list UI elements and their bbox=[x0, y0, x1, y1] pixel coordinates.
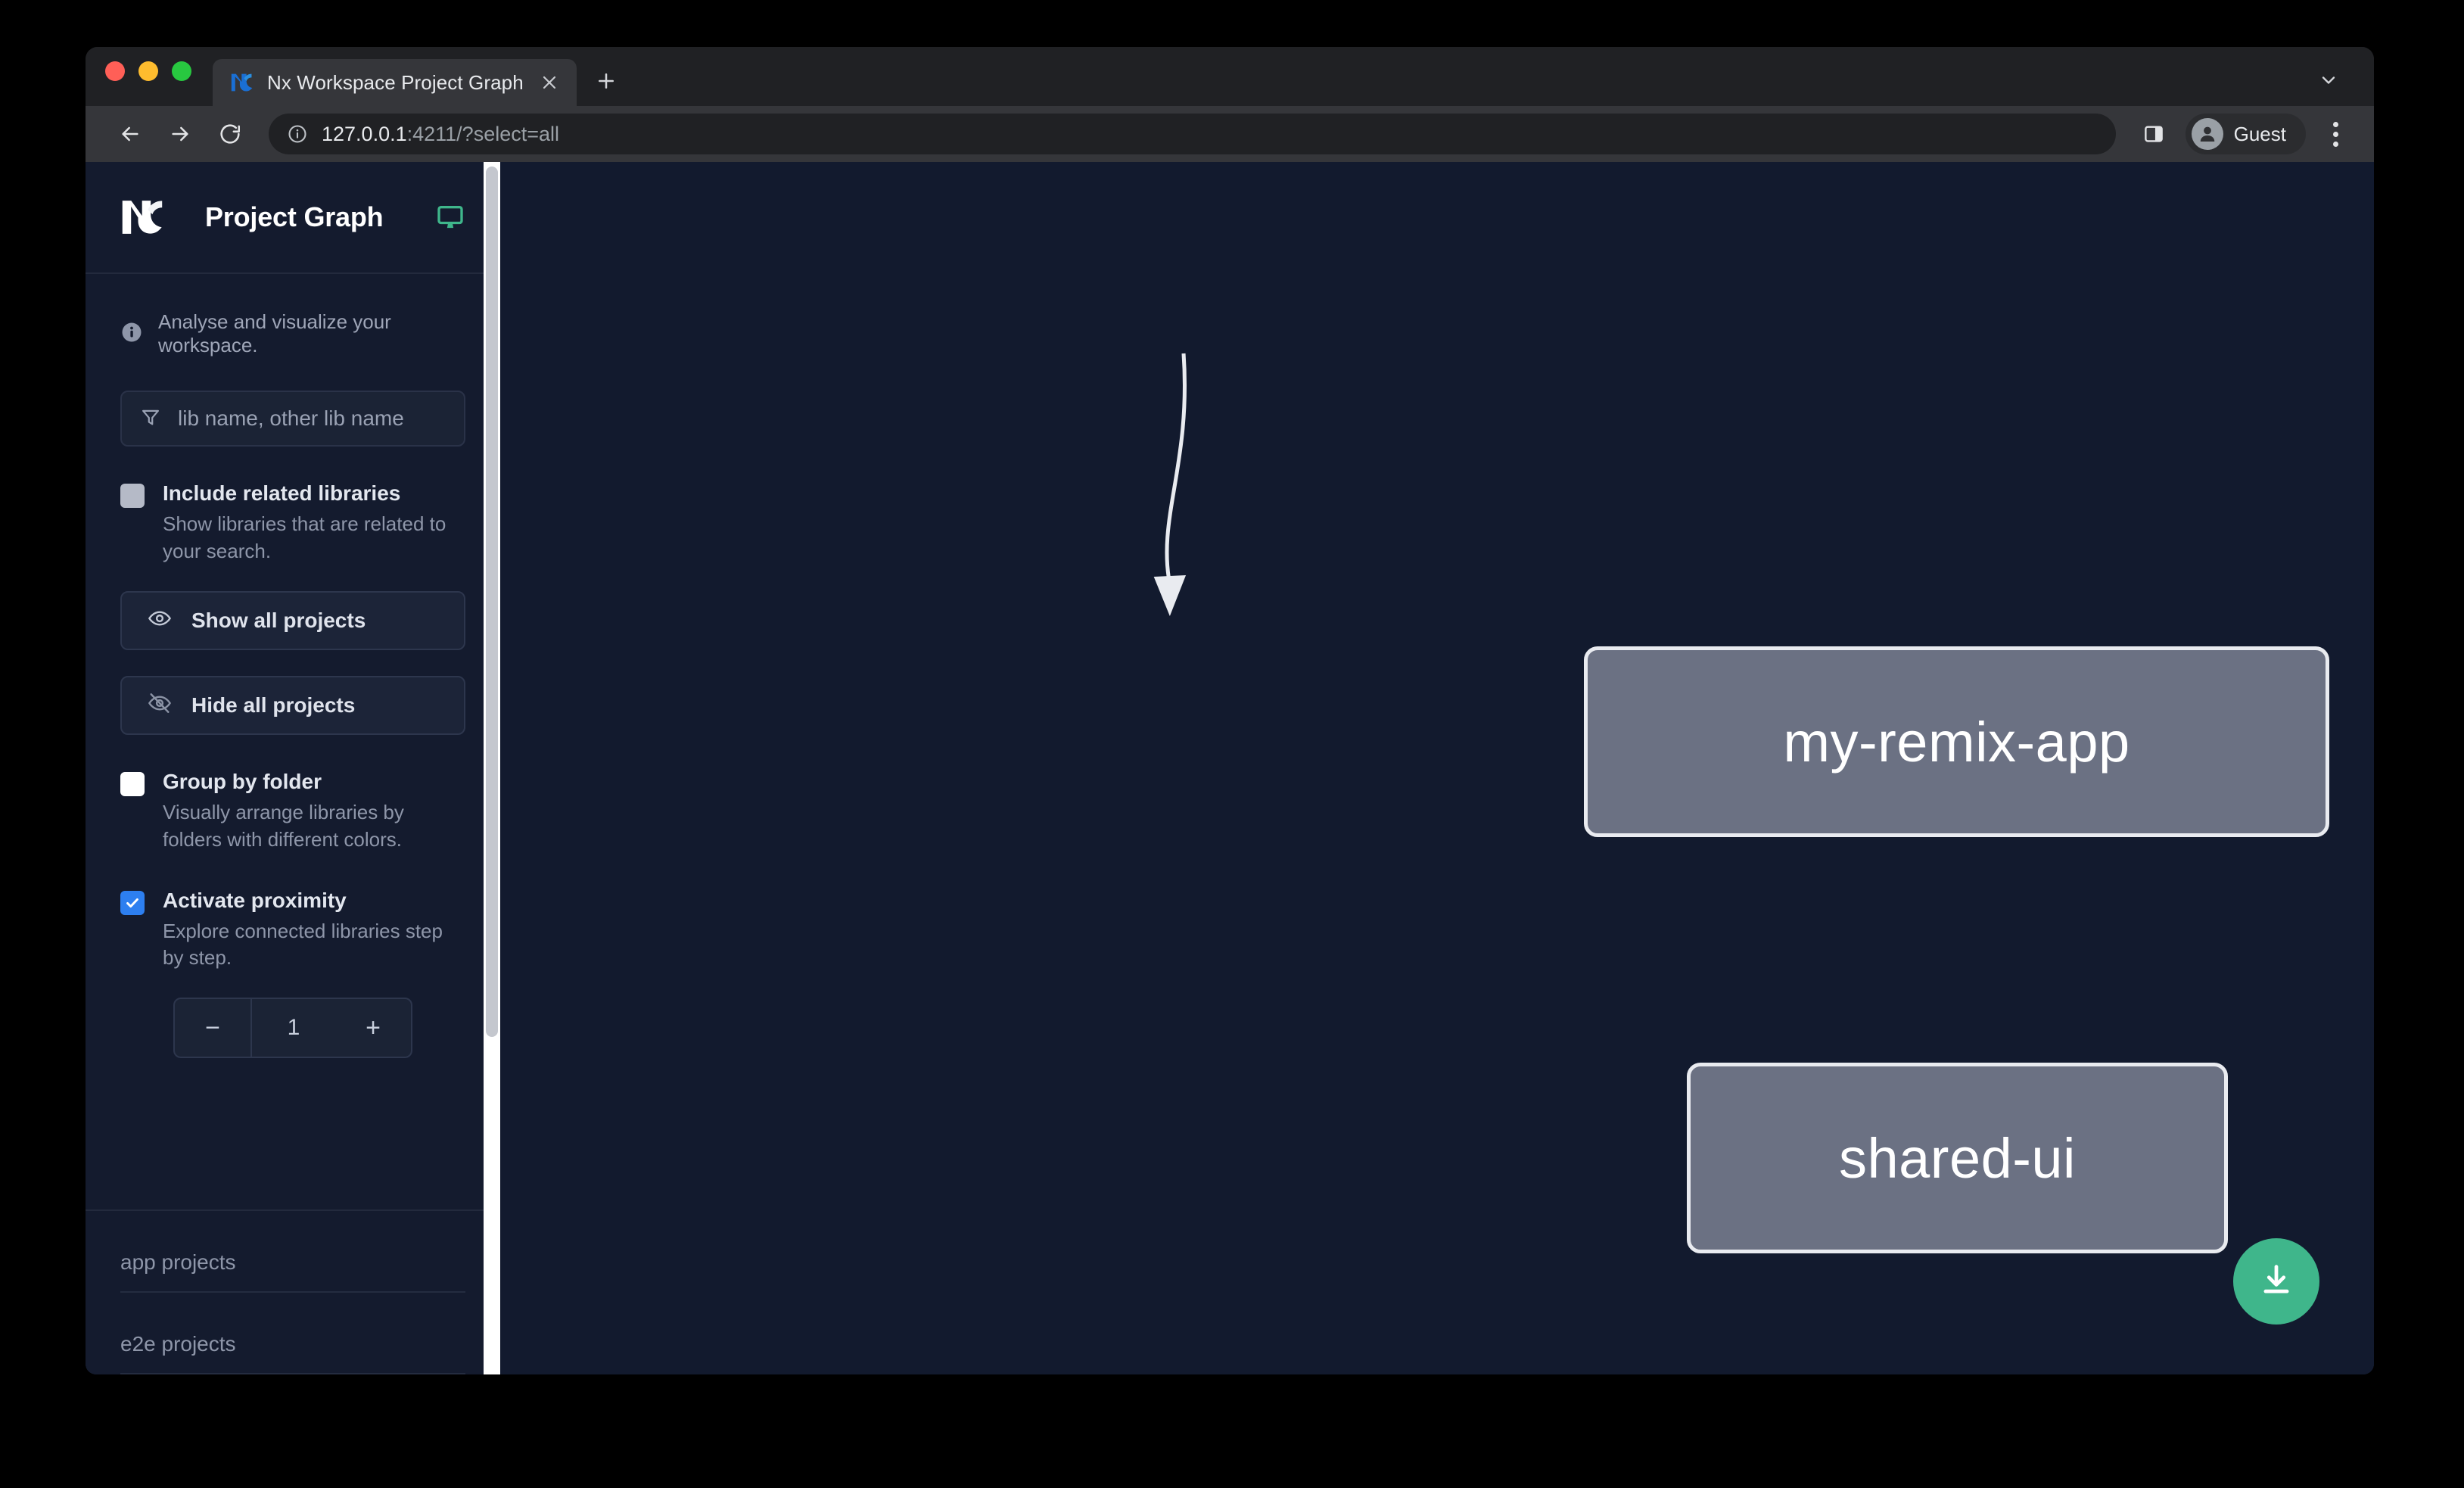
eye-slash-icon bbox=[148, 691, 172, 719]
download-icon bbox=[2257, 1260, 2296, 1303]
button-label: Show all projects bbox=[191, 608, 366, 632]
sidebar-scrollbar[interactable] bbox=[484, 162, 500, 1374]
graph-node-my-remix-app[interactable]: my-remix-app bbox=[1584, 646, 2329, 837]
monitor-icon[interactable] bbox=[435, 202, 465, 232]
sidebar-body: Analyse and visualize your workspace. li… bbox=[86, 274, 500, 1209]
maximize-window-button[interactable] bbox=[172, 61, 191, 81]
option-group-by-folder[interactable]: Group by folder Visually arrange librari… bbox=[120, 768, 465, 854]
option-label: Group by folder bbox=[163, 769, 322, 793]
node-label: my-remix-app bbox=[1783, 710, 2130, 774]
address-bar[interactable]: 127.0.0.1:4211/?select=all bbox=[269, 114, 2116, 154]
divider bbox=[120, 1373, 465, 1374]
url-path: :4211/?select=all bbox=[406, 122, 560, 145]
proximity-stepper[interactable]: − 1 + bbox=[173, 998, 412, 1059]
option-include-related-libraries[interactable]: Include related libraries Show libraries… bbox=[120, 480, 465, 565]
option-description: Explore connected libraries step by step… bbox=[163, 919, 443, 970]
new-tab-button[interactable] bbox=[586, 61, 627, 101]
arrow-left-icon[interactable] bbox=[108, 112, 152, 156]
graph-edges bbox=[1153, 353, 1187, 616]
sidebar: Project Graph bbox=[86, 162, 500, 1374]
group-label: e2e projects bbox=[120, 1332, 236, 1356]
eye-icon bbox=[148, 606, 172, 634]
url-host: 127.0.0.1 bbox=[322, 122, 407, 145]
proximity-value: 1 bbox=[250, 999, 335, 1057]
edge-my-remix-app-to-shared-ui bbox=[1165, 353, 1187, 585]
group-label: app projects bbox=[120, 1250, 236, 1274]
sidebar-project-groups: app projects e2e projects bbox=[86, 1209, 500, 1374]
proximity-decrement-button[interactable]: − bbox=[205, 1013, 220, 1042]
edge-arrowhead bbox=[1153, 575, 1187, 616]
reload-icon[interactable] bbox=[208, 112, 252, 156]
info-text: Analyse and visualize your workspace. bbox=[158, 310, 391, 356]
search-placeholder: lib name, other lib name bbox=[178, 406, 404, 430]
close-window-button[interactable] bbox=[105, 61, 125, 81]
project-graph-canvas[interactable]: my-remix-app shared-ui bbox=[500, 162, 2374, 1374]
close-icon[interactable] bbox=[536, 69, 563, 96]
person-icon bbox=[2191, 118, 2223, 150]
activate-proximity-checkbox[interactable] bbox=[120, 890, 145, 915]
tab-title: Nx Workspace Project Graph bbox=[267, 70, 524, 94]
nx-logo-icon bbox=[120, 196, 182, 238]
download-graph-button[interactable] bbox=[2233, 1238, 2319, 1325]
include-related-libraries-checkbox[interactable] bbox=[120, 484, 145, 508]
browser-tab[interactable]: Nx Workspace Project Graph bbox=[213, 59, 577, 106]
nx-favicon-icon bbox=[229, 70, 255, 95]
profile-button[interactable]: Guest bbox=[2185, 114, 2306, 154]
filter-icon bbox=[140, 406, 161, 431]
sidebar-header: Project Graph bbox=[86, 162, 500, 274]
minimize-window-button[interactable] bbox=[138, 61, 158, 81]
option-activate-proximity[interactable]: Activate proximity Explore connected lib… bbox=[120, 887, 465, 1059]
page-content: Project Graph bbox=[86, 162, 2374, 1374]
show-all-projects-button[interactable]: Show all projects bbox=[120, 590, 465, 650]
option-label: Activate proximity bbox=[163, 888, 347, 912]
workspace-info: Analyse and visualize your workspace. bbox=[120, 274, 465, 357]
button-label: Hide all projects bbox=[191, 693, 356, 717]
window-controls bbox=[105, 47, 213, 106]
option-label: Include related libraries bbox=[163, 481, 401, 505]
chevron-down-icon[interactable] bbox=[2313, 65, 2344, 95]
info-circle-icon[interactable] bbox=[287, 123, 308, 145]
node-label: shared-ui bbox=[1838, 1126, 2076, 1190]
tab-strip: Nx Workspace Project Graph bbox=[86, 47, 2374, 106]
option-description: Show libraries that are related to your … bbox=[163, 512, 446, 562]
profile-name: Guest bbox=[2233, 122, 2286, 145]
url-text: 127.0.0.1:4211/?select=all bbox=[322, 123, 559, 146]
browser-window: Nx Workspace Project Graph bbox=[86, 47, 2374, 1374]
side-panel-icon[interactable] bbox=[2134, 114, 2173, 154]
group-e2e-projects[interactable]: e2e projects bbox=[120, 1293, 465, 1374]
sidebar-scrollbar-thumb[interactable] bbox=[486, 167, 498, 1037]
group-app-projects[interactable]: app projects bbox=[120, 1211, 465, 1293]
browser-toolbar: 127.0.0.1:4211/?select=all Guest bbox=[86, 106, 2374, 162]
kebab-menu-icon[interactable] bbox=[2316, 114, 2354, 154]
proximity-increment-button[interactable]: + bbox=[366, 1013, 381, 1042]
option-description: Visually arrange libraries by folders wi… bbox=[163, 800, 404, 851]
divider bbox=[120, 1291, 465, 1293]
hide-all-projects-button[interactable]: Hide all projects bbox=[120, 675, 465, 735]
info-icon bbox=[120, 321, 143, 347]
search-input[interactable]: lib name, other lib name bbox=[120, 391, 465, 447]
page-title: Project Graph bbox=[205, 201, 384, 232]
group-by-folder-checkbox[interactable] bbox=[120, 771, 145, 796]
graph-node-shared-ui[interactable]: shared-ui bbox=[1687, 1063, 2228, 1253]
arrow-right-icon[interactable] bbox=[158, 112, 202, 156]
